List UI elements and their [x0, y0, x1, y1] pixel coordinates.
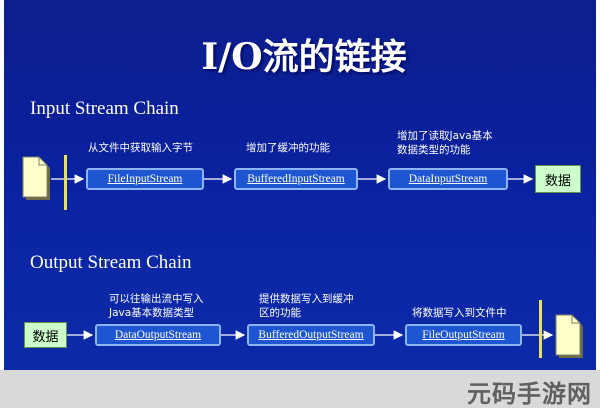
input-caption-2: 增加了缓冲的功能 [246, 142, 330, 154]
diagram-connectors [22, 156, 583, 358]
input-caption-3: 增加了读取Java基本 数据类型的功能 [397, 130, 493, 156]
file-input-stream-box: FileInputStream [86, 168, 204, 190]
input-data-endpoint: 数据 [535, 165, 581, 193]
watermark-text: 元码手游网 [467, 380, 592, 408]
output-stream-divider [539, 300, 542, 358]
file-icon-output [555, 314, 583, 358]
bottom-band [0, 370, 600, 408]
data-input-stream-box: DataInputStream [388, 168, 508, 190]
file-icon-input [22, 156, 50, 200]
input-chain-heading: Input Stream Chain [30, 98, 179, 119]
file-output-stream-box: FileOutputStream [405, 324, 522, 346]
output-caption-1: 可以往输出流中写入 Java基本数据类型 [109, 293, 204, 319]
buffered-output-stream-box: BufferedOutputStream [247, 324, 375, 346]
output-caption-3: 将数据写入到文件中 [412, 307, 507, 319]
input-stream-divider [64, 155, 67, 210]
input-caption-1: 从文件中获取输入字节 [88, 142, 193, 154]
slide-title: I/O流的链接 [201, 36, 407, 78]
output-caption-2: 提供数据写入到缓冲 区的功能 [259, 293, 354, 319]
data-output-stream-box: DataOutputStream [95, 324, 221, 346]
output-data-endpoint: 数据 [24, 322, 67, 348]
slide: I/O流的链接 Input Stream Chain [4, 0, 596, 370]
output-chain-heading: Output Stream Chain [30, 252, 192, 273]
buffered-input-stream-box: BufferedInputStream [234, 168, 358, 190]
